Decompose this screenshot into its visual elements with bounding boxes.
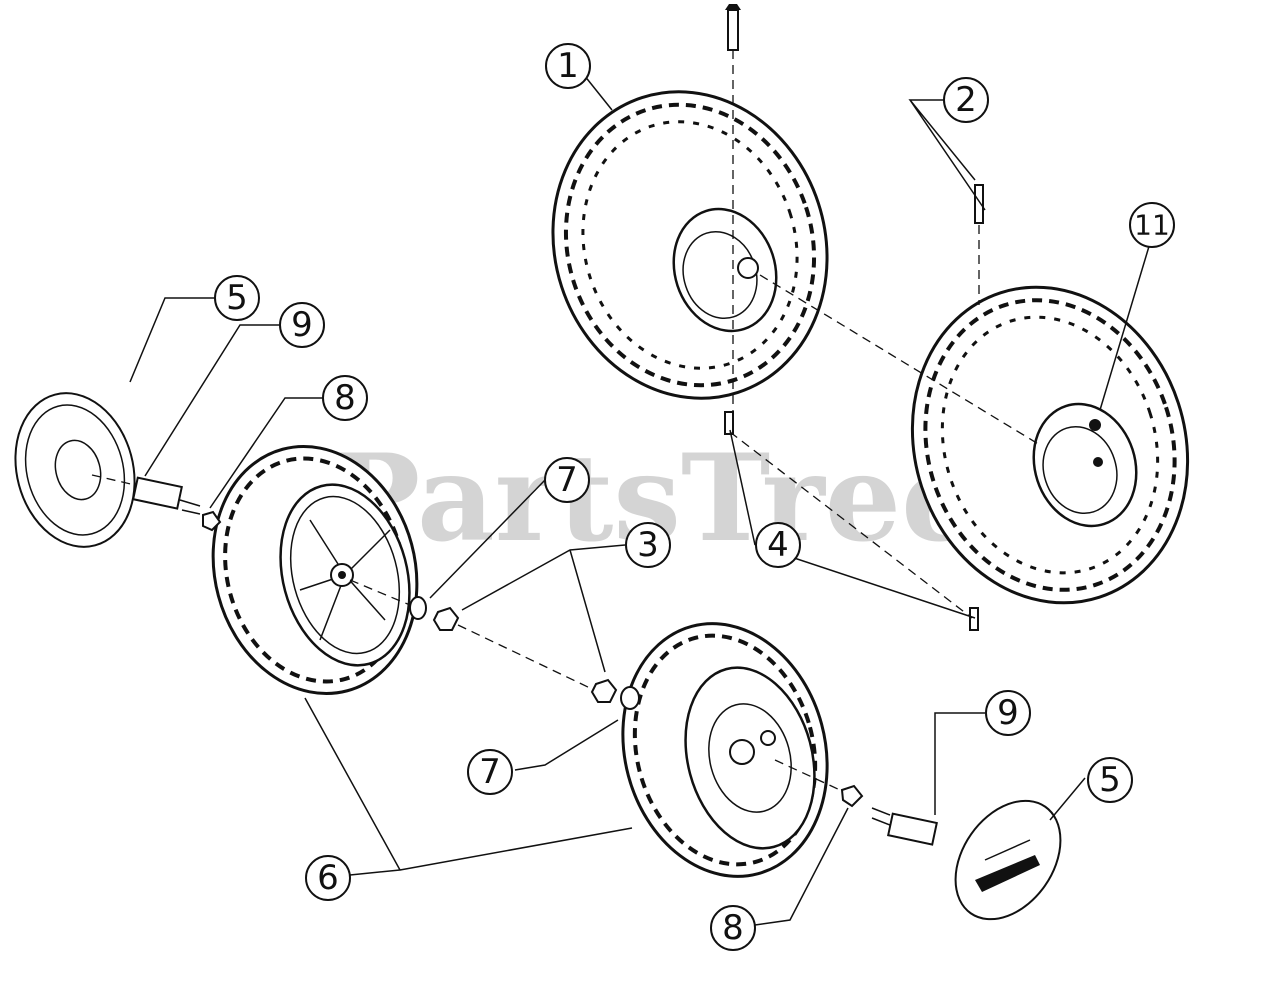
callout-7-upper: 7 (544, 457, 590, 503)
svg-text:2: 2 (955, 80, 977, 120)
pins (724, 4, 984, 631)
svg-text:5: 5 (1099, 760, 1121, 800)
callout-8-left: 8 (322, 375, 368, 421)
callout-11: 11 (1129, 202, 1175, 248)
svg-text:9: 9 (291, 305, 313, 345)
callout-4: 4 (755, 522, 801, 568)
rear-wheel-1 (551, 90, 829, 400)
hub-cap-right (954, 799, 1062, 921)
nut-lower (590, 678, 618, 703)
front-wheel-left (211, 445, 419, 695)
svg-text:11: 11 (1134, 209, 1170, 242)
svg-text:6: 6 (317, 858, 339, 898)
bushing-left (202, 510, 222, 532)
svg-text:9: 9 (997, 693, 1019, 733)
svg-text:1: 1 (557, 46, 579, 86)
leader-lines (129, 69, 1151, 926)
front-wheel-right (621, 622, 829, 878)
callout-3: 3 (625, 522, 671, 568)
callout-5-left: 5 (214, 275, 260, 321)
callout-6: 6 (305, 855, 351, 901)
callout-8-right: 8 (710, 905, 756, 951)
svg-text:8: 8 (722, 908, 744, 948)
callout-7-lower: 7 (467, 749, 513, 795)
nut-upper (432, 606, 460, 631)
svg-text:7: 7 (479, 752, 501, 792)
svg-text:3: 3 (637, 525, 659, 565)
shoulder-bolt-right (871, 807, 938, 846)
callout-9-right: 9 (985, 690, 1031, 736)
svg-text:4: 4 (767, 525, 789, 565)
assembly-centerlines (91, 50, 1041, 791)
rear-wheel-2 (910, 285, 1190, 605)
shoulder-bolt-left (132, 476, 201, 515)
washer-upper (409, 596, 427, 620)
bushing-right (840, 784, 864, 808)
svg-text:8: 8 (334, 378, 356, 418)
hub-cap-left (14, 392, 136, 548)
svg-text:7: 7 (556, 460, 578, 500)
callout-5-right: 5 (1087, 757, 1133, 803)
callout-9-left: 9 (279, 302, 325, 348)
callout-1: 1 (545, 43, 591, 89)
svg-text:5: 5 (226, 278, 248, 318)
washer-lower (620, 686, 640, 710)
callout-2: 2 (943, 77, 989, 123)
